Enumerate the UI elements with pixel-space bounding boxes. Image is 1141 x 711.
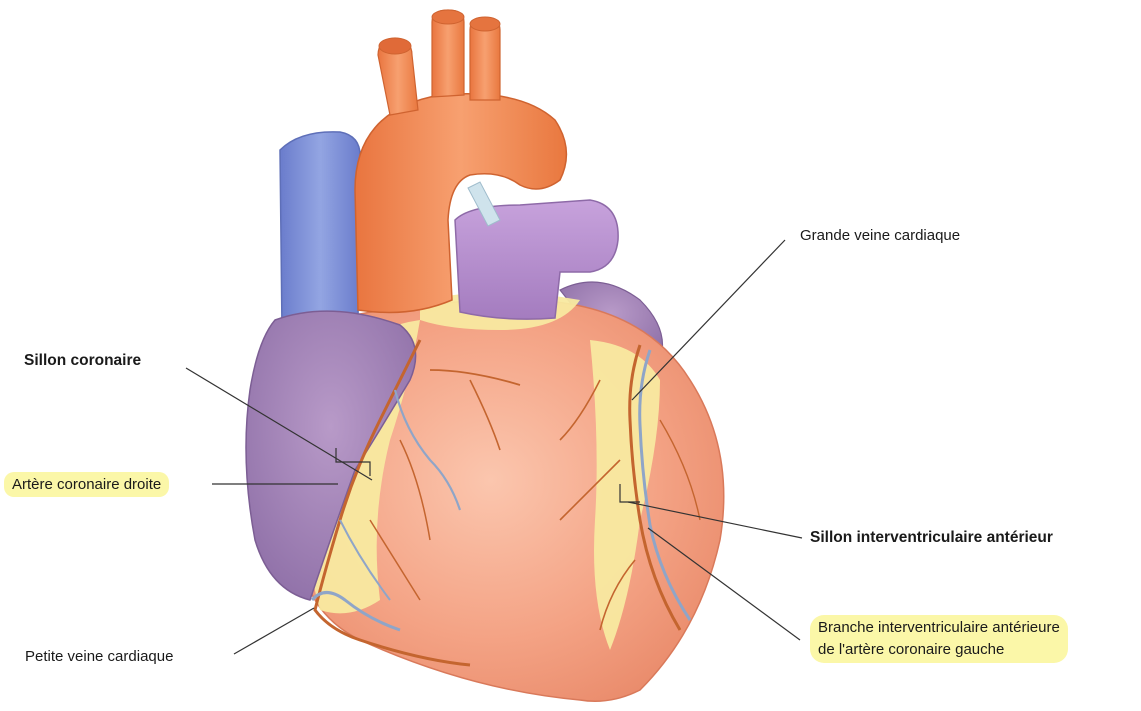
label-branche-line2: de l'artère coronaire gauche xyxy=(818,639,1060,661)
label-petite-veine-cardiaque: Petite veine cardiaque xyxy=(25,646,173,667)
label-sillon-interventriculaire-anterieur: Sillon interventriculaire antérieur xyxy=(810,527,1053,548)
label-artere-coronaire-droite: Artère coronaire droite xyxy=(4,472,169,497)
label-sillon-coronaire: Sillon coronaire xyxy=(24,350,141,371)
label-grande-veine-cardiaque: Grande veine cardiaque xyxy=(800,225,960,246)
label-branche-interventriculaire: Branche interventriculaire antérieure de… xyxy=(810,615,1068,663)
superior-vena-cava xyxy=(280,132,360,330)
label-branche-line1: Branche interventriculaire antérieure xyxy=(818,617,1060,639)
